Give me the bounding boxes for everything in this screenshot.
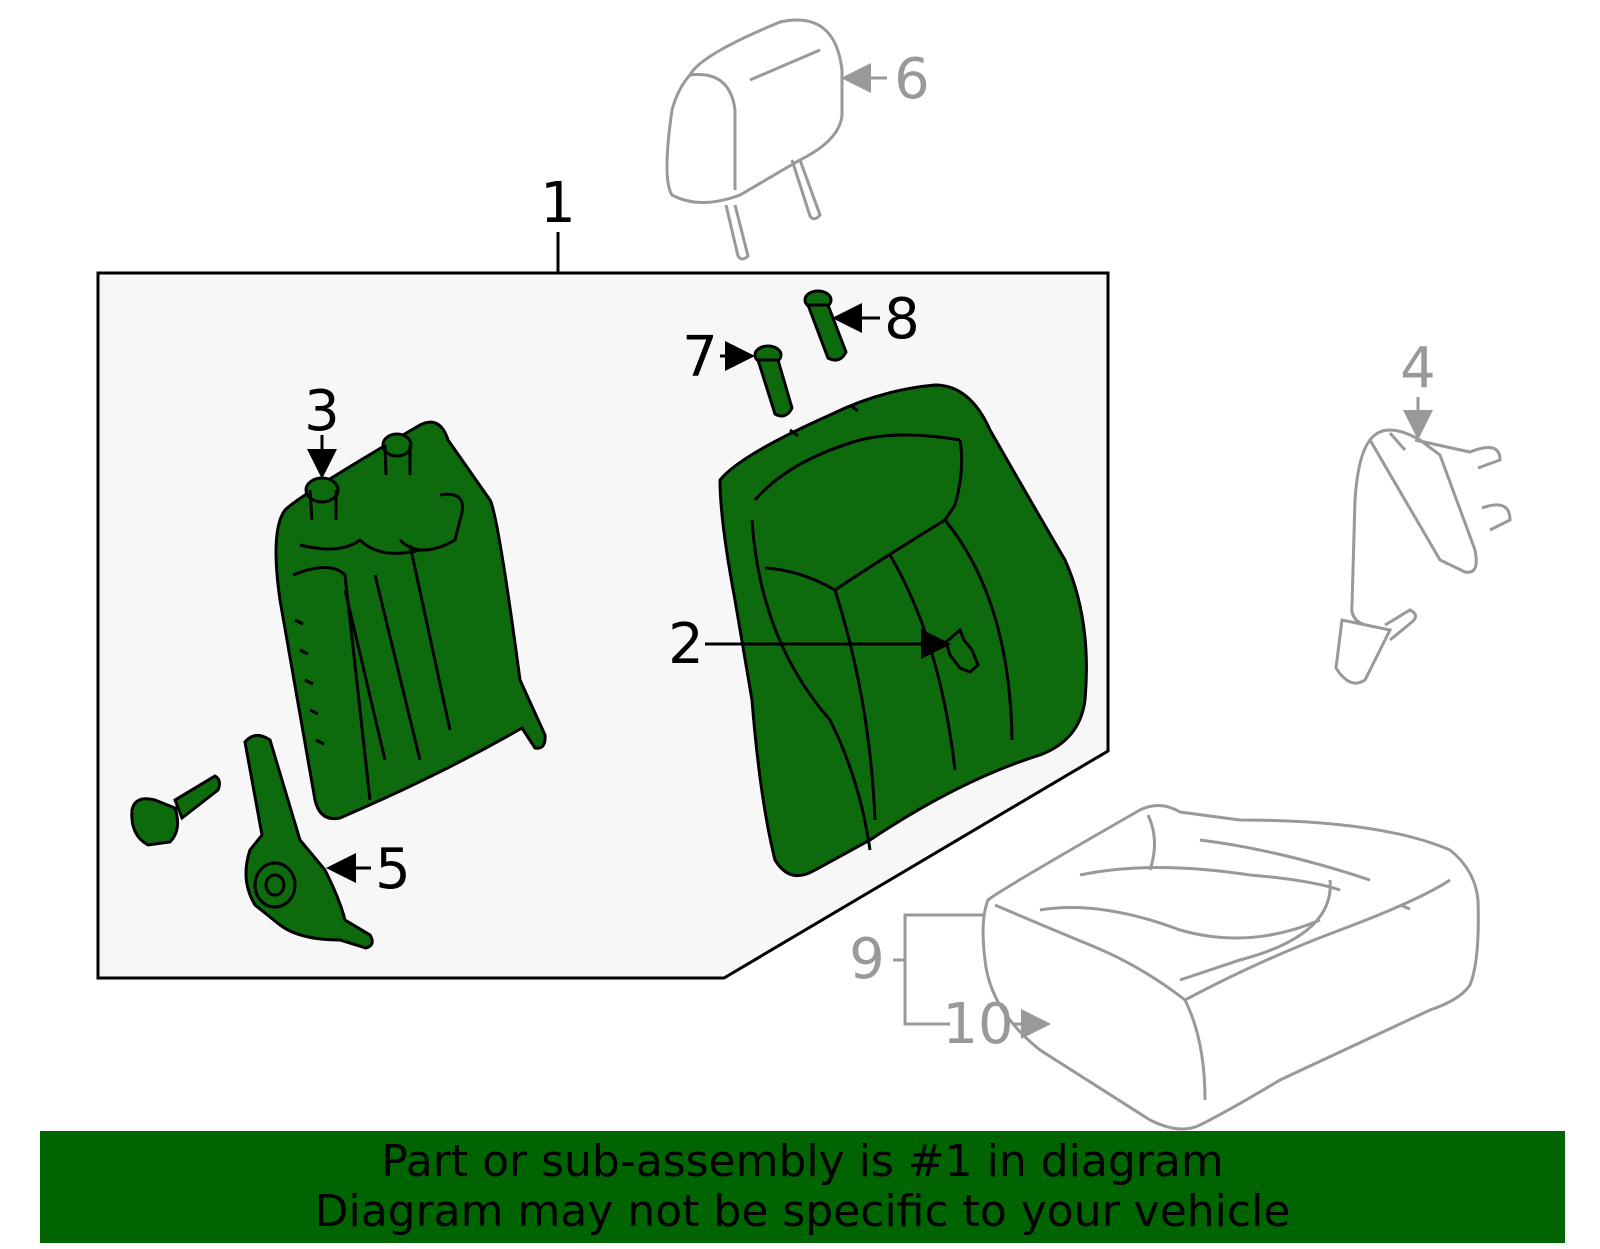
callout-9: 9: [849, 927, 885, 992]
callout-2: 2: [668, 612, 704, 677]
callout-8: 8: [884, 287, 920, 352]
seat-back-cushion-part: [718, 383, 1088, 878]
callout-4: 4: [1400, 336, 1436, 401]
callout-3: 3: [304, 379, 340, 444]
guide-8-part: [803, 289, 848, 362]
callout-9-10-bracket: [893, 913, 1051, 1039]
callout-6: 6: [894, 47, 930, 112]
notice-line-1: Part or sub-assembly is #1 in diagram: [381, 1136, 1224, 1187]
callout-1: 1: [540, 171, 576, 236]
lock-part: [944, 627, 980, 674]
callout-7: 7: [682, 325, 718, 390]
callout-5: 5: [375, 837, 411, 902]
callout-10: 10: [942, 992, 1013, 1057]
recliner-part: [243, 734, 374, 950]
seat-back-frame-part: [274, 420, 547, 821]
seat-cushion-part: [981, 804, 1480, 1131]
seat-belt-buckle-part: [1334, 428, 1512, 685]
notice-banner: Part or sub-assembly is #1 in diagram Di…: [40, 1131, 1565, 1243]
bolt-part: [130, 774, 221, 847]
notice-line-2: Diagram may not be specific to your vehi…: [314, 1186, 1291, 1237]
headrest-part: [665, 18, 844, 261]
guide-7-part: [753, 344, 794, 418]
